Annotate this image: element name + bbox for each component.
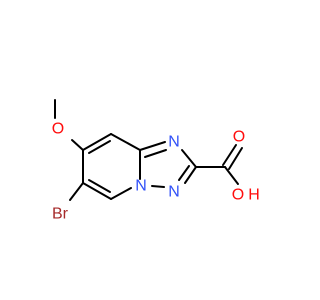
bond-c5-n4 [110, 187, 132, 200]
bond-c8-c7 [82, 133, 112, 151]
bond-cacid-o-hydroxyl [224, 166, 239, 185]
carbonyl-oxygen-label: O [233, 129, 245, 146]
bond-lines [54, 99, 243, 201]
bridgehead-nitrogen-label: N [135, 178, 147, 195]
hydroxyl-hydrogen-label: H [248, 187, 260, 204]
methoxy-oxygen-label: O [52, 121, 64, 138]
bond-c8-c7-inner [88, 140, 111, 154]
bond-n1-c2 [181, 149, 197, 168]
atom-labels: O Br N N N O O H [52, 121, 260, 223]
bond-c6-br [69, 182, 84, 201]
bromine-label: Br [52, 206, 69, 223]
bond-c7-o [71, 139, 84, 151]
hydroxyl-oxygen-label: O [232, 187, 244, 204]
bond-c2-n3 [184, 166, 197, 184]
bond-c8a-n1 [139, 141, 166, 151]
bond-cacid-o-carbonyl [222, 144, 237, 166]
bond-c6-c5 [82, 182, 112, 200]
triazole-nitrogen-bottom-label: N [168, 184, 180, 201]
bond-c2-n3-inner [178, 165, 190, 181]
bond-c6-c5-inner [88, 179, 111, 193]
molecule-structure: O Br N N N O O H [52, 99, 260, 223]
bond-c8a-n1-inner [144, 149, 167, 158]
bond-n3-n4 [151, 185, 165, 188]
triazole-nitrogen-top-label: N [168, 134, 180, 151]
bond-cacid-o-carbonyl-2 [228, 147, 243, 170]
bond-c8a-c8 [110, 133, 141, 151]
